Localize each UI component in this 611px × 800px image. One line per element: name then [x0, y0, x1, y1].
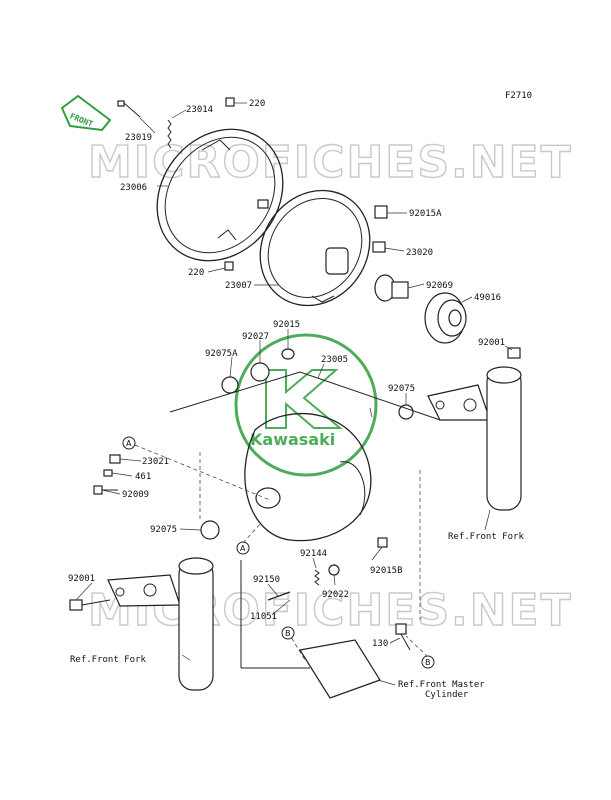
label-92015: 92015 — [273, 320, 300, 330]
headlight-rim — [156, 128, 284, 262]
label-92144: 92144 — [300, 549, 327, 559]
spring-92144 — [314, 569, 320, 586]
washer-461 — [103, 469, 113, 477]
reference-labels: Ref.Front Fork Ref.Front Fork Ref.Front … — [70, 532, 524, 700]
bracket-left — [107, 574, 181, 607]
bulb-92069 — [374, 274, 409, 302]
ref-front-fork-right: Ref.Front Fork — [448, 532, 524, 542]
label-92069: 92069 — [426, 281, 453, 291]
label-220-top: 220 — [249, 99, 265, 109]
collar-92075-left — [200, 520, 220, 540]
label-23006: 23006 — [120, 183, 147, 193]
label-130: 130 — [372, 639, 388, 649]
spring-23014 — [167, 119, 172, 149]
label-92001-right: 92001 — [478, 338, 505, 348]
frame-line-top — [169, 371, 441, 421]
ref-master-cylinder-1: Ref.Front Master — [398, 680, 485, 690]
headlight-housing — [244, 412, 372, 542]
bolt-92001-right — [507, 347, 521, 359]
clip-92015a — [374, 205, 388, 219]
svg-text:B: B — [425, 658, 431, 667]
callout-a-lower: A — [236, 541, 250, 555]
ref-front-fork-left: Ref.Front Fork — [70, 655, 146, 665]
grommet-92015 — [281, 348, 295, 360]
label-92150: 92150 — [253, 575, 280, 585]
label-92022: 92022 — [322, 590, 349, 600]
bolt-92150 — [267, 591, 291, 601]
nut-92022 — [328, 564, 340, 576]
label-92015b: 92015B — [370, 566, 403, 576]
leader-lines — [75, 102, 513, 686]
fork-tube-left — [178, 557, 214, 691]
label-220-bottom: 220 — [188, 268, 204, 278]
watermark-top: MICROFICHES.NET — [88, 137, 573, 188]
headlight-unit — [259, 189, 371, 307]
label-23005: 23005 — [321, 355, 348, 365]
part-labels: 23014 220 23019 23006 92015A 23020 220 2… — [68, 99, 505, 649]
label-23014: 23014 — [186, 105, 213, 115]
label-23021: 23021 — [142, 457, 169, 467]
label-23020: 23020 — [406, 248, 433, 258]
label-92015a: 92015A — [409, 209, 442, 219]
kawasaki-logo: Kawasaki — [234, 333, 378, 477]
label-92075-left: 92075 — [150, 525, 177, 535]
front-arrow-icon: FRONT — [60, 94, 112, 132]
svg-text:A: A — [240, 544, 246, 553]
figure-code: F2710 — [505, 91, 532, 101]
clip-92015b — [377, 537, 388, 548]
screw-220-top — [225, 97, 235, 107]
svg-text:A: A — [126, 439, 132, 448]
cover-49016 — [424, 292, 467, 344]
grommet-92027 — [250, 362, 270, 382]
logo-text: Kawasaki — [250, 430, 335, 449]
ref-master-cylinder-2: Cylinder — [425, 690, 469, 700]
screw-220-bottom — [224, 261, 234, 271]
label-92075-right: 92075 — [388, 384, 415, 394]
label-461: 461 — [135, 472, 151, 482]
label-23007: 23007 — [225, 281, 252, 291]
screw-23019 — [117, 100, 141, 118]
label-92075a: 92075A — [205, 349, 238, 359]
svg-text:B: B — [285, 629, 291, 638]
callout-b-right: B — [421, 655, 435, 669]
callout-b-left: B — [281, 626, 295, 640]
callout-a-upper: A — [122, 436, 136, 450]
collar-92075a — [221, 376, 239, 394]
label-92027: 92027 — [242, 332, 269, 342]
label-11051: 11051 — [250, 612, 277, 622]
bracket-right — [427, 384, 491, 421]
fork-tube-right — [486, 366, 522, 511]
clip-23020 — [372, 241, 386, 253]
bolt-130 — [395, 623, 411, 651]
bracket-11051 — [299, 639, 381, 699]
label-92001-left: 92001 — [68, 574, 95, 584]
label-92009: 92009 — [122, 490, 149, 500]
label-23019: 23019 — [125, 133, 152, 143]
label-49016: 49016 — [474, 293, 501, 303]
bolt-23021 — [109, 454, 121, 464]
